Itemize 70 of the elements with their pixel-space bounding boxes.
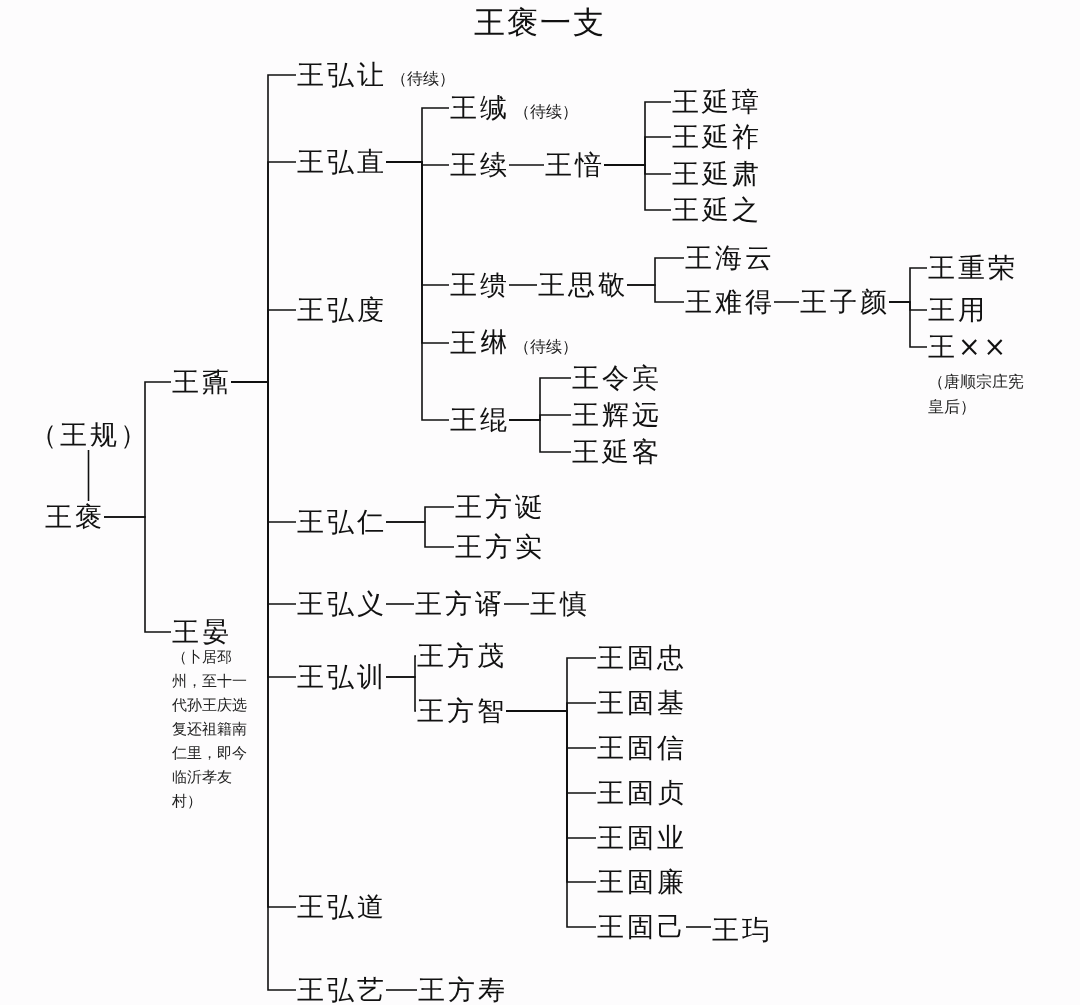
connector-line <box>888 301 928 348</box>
person-name: 王方谞 <box>415 590 505 617</box>
person-name: 王令宾 <box>572 364 662 391</box>
person-name: 王重荣 <box>928 254 1018 281</box>
connector-line <box>385 521 455 548</box>
connector-line <box>503 603 530 605</box>
connector-line <box>385 161 450 421</box>
person-name: 王弘让 <box>297 61 387 88</box>
person-name: 王延客 <box>572 438 662 465</box>
connector-line <box>508 164 545 166</box>
person-name: 王延之 <box>672 196 762 223</box>
person-name: 王弘仁 <box>297 508 387 535</box>
person-name: 王延肃 <box>672 160 762 187</box>
note-text: （待续） <box>514 102 578 121</box>
person-name: 王固信 <box>597 734 687 761</box>
person-name: 王弘训 <box>297 663 387 690</box>
note-text: （待续） <box>391 69 455 88</box>
person-name: 王用 <box>928 296 988 323</box>
person-name: 王固忠 <box>597 644 687 671</box>
person-name: 王𬘭 <box>450 329 510 356</box>
connector-line <box>685 926 712 928</box>
person-name: 王海云 <box>685 244 775 271</box>
person-name: 王方实 <box>455 533 545 560</box>
note-text: （唐顺宗庄宪皇后） <box>928 371 1024 418</box>
connector-line <box>773 301 800 303</box>
person-name: 王弘义 <box>297 590 387 617</box>
person-name: 王子颜 <box>800 288 890 315</box>
person-name: 王绲 <box>450 406 510 433</box>
connector-line <box>603 164 672 211</box>
connector-line <box>626 284 685 303</box>
person-name: 王方诞 <box>455 493 545 520</box>
person-name: 王辉远 <box>572 401 662 428</box>
person-name: 王思敬 <box>538 271 628 298</box>
connector-line <box>385 603 415 605</box>
person-name: 王难得 <box>685 288 775 315</box>
connector-line <box>103 516 172 633</box>
person-name: 王玙 <box>712 916 772 943</box>
person-name: 王缄 <box>450 94 510 121</box>
person-name: 王固业 <box>597 824 687 851</box>
person-name: 王弘度 <box>297 296 387 323</box>
person-name: 王×× <box>928 333 1010 360</box>
note-text: （待续） <box>514 337 578 356</box>
person-name: 王弘道 <box>297 893 387 920</box>
person-name: 王缋 <box>450 271 510 298</box>
person-name: 王续 <box>450 151 510 178</box>
person-name: 王固己 <box>597 913 687 940</box>
note-text: （卜居邳州，至十一代孙王庆选复还祖籍南仁里，即今临沂孝友村） <box>172 648 247 810</box>
connector-line <box>505 710 597 928</box>
person-name: 王方寿 <box>418 976 508 1003</box>
person-name: 王愔 <box>545 151 605 178</box>
person-name: 王晏 <box>172 618 232 645</box>
connector-line <box>508 419 572 453</box>
person-name: 王固贞 <box>597 779 687 806</box>
connector-line <box>385 676 417 712</box>
connector-line <box>87 449 90 502</box>
person-name: 王褒 <box>45 503 105 530</box>
person-name: 王方智 <box>417 697 507 724</box>
person-name: 王固基 <box>597 689 687 716</box>
person-name: 王方茂 <box>417 642 507 669</box>
person-name: 王延祚 <box>672 123 762 150</box>
person-name: 王固廉 <box>597 868 687 895</box>
person-name: 王弘艺 <box>297 976 387 1003</box>
person-name: 王弘直 <box>297 148 387 175</box>
connector-line <box>508 284 538 286</box>
person-name: 王慎 <box>530 590 590 617</box>
person-name: 王延璋 <box>672 88 762 115</box>
title: 王褒一支 <box>473 3 607 42</box>
connector-line <box>385 989 418 991</box>
person-name: 王鼒 <box>172 368 232 395</box>
person-name: （王规） <box>30 421 150 448</box>
